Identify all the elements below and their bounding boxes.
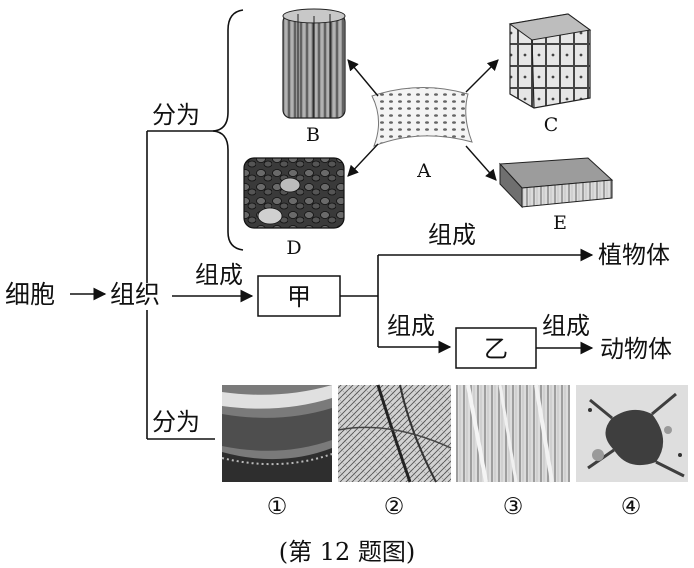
tissue-a-image — [371, 87, 473, 147]
system-label: 乙 — [484, 335, 508, 363]
tissue-e-image — [498, 157, 614, 209]
cell-label: 细胞 — [5, 280, 55, 309]
tissue-a-label: A — [416, 160, 431, 182]
tissue-d-image — [243, 157, 345, 229]
arrow-a-to-e — [465, 145, 497, 181]
tissue-e-label: E — [553, 212, 567, 234]
tissue-label: 组织 — [110, 280, 160, 309]
photo-3 — [456, 384, 570, 483]
photo-label-2: ② — [384, 494, 405, 520]
tissue-b-image — [282, 8, 346, 119]
compose-label-1: 组成 — [195, 261, 243, 289]
curly-brace — [212, 9, 244, 251]
photo-label-4: ④ — [621, 494, 642, 520]
organ-label: 甲 — [287, 283, 311, 311]
plant-label: 植物体 — [598, 241, 670, 269]
organ-box — [257, 275, 341, 317]
photo-1 — [221, 385, 333, 482]
arrow-a-to-d — [347, 143, 379, 177]
photo-label-1: ① — [267, 494, 288, 520]
tissue-c-image — [508, 13, 592, 109]
tissue-b-label: B — [306, 124, 320, 146]
split-top-label: 分为 — [152, 101, 200, 129]
split-bottom-label: 分为 — [152, 408, 200, 436]
system-box — [455, 327, 537, 369]
figure-caption: (第 12 题图) — [279, 538, 416, 566]
compose-label-3: 组成 — [387, 312, 435, 340]
tissue-d-label: D — [286, 237, 301, 259]
compose-label-2: 组成 — [428, 221, 476, 249]
photo-4 — [576, 385, 688, 482]
animal-label: 动物体 — [600, 335, 672, 363]
tissue-c-label: C — [544, 114, 559, 136]
arrow-a-to-b — [347, 59, 379, 97]
photo-2 — [337, 384, 452, 483]
compose-label-4: 组成 — [542, 312, 590, 340]
arrow-a-to-c — [465, 59, 499, 93]
photo-label-3: ③ — [503, 494, 524, 520]
